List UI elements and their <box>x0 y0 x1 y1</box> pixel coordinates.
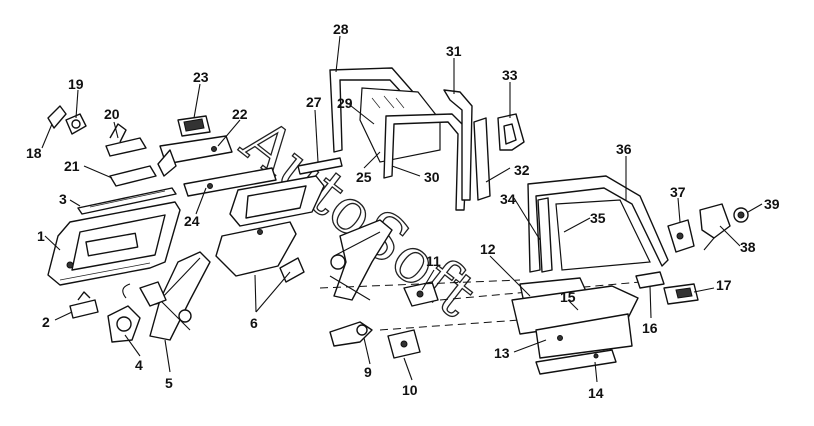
part-39-grommet <box>733 207 749 223</box>
callout-33: 33 <box>502 67 518 83</box>
part-23-handle-cup <box>177 115 211 137</box>
callout-23: 23 <box>193 69 209 85</box>
part-17-rear-bracket <box>663 283 699 305</box>
callout-15: 15 <box>560 289 576 305</box>
callout-17: 17 <box>716 277 732 293</box>
part-rear-trim-panel <box>229 175 325 227</box>
callout-3: 3 <box>59 191 67 207</box>
callout-28: 28 <box>333 21 349 37</box>
part-34-rear-channel <box>537 197 553 273</box>
part-20-inner-handle <box>105 123 147 157</box>
part-18-bracket <box>47 105 67 129</box>
callout-37: 37 <box>670 184 686 200</box>
callout-4: 4 <box>135 357 143 373</box>
callout-25: 25 <box>356 169 372 185</box>
callout-6: 6 <box>250 315 258 331</box>
part-27-seal <box>297 157 343 175</box>
callout-numbers: 1 2 3 4 5 6 9 10 11 12 13 14 15 16 17 18… <box>26 21 780 401</box>
part-4-regulator-motor <box>107 283 141 343</box>
callout-39: 39 <box>764 196 780 212</box>
part-38-lock-linkage <box>699 203 731 251</box>
callout-24: 24 <box>184 213 200 229</box>
part-36-rear-door-frame <box>527 175 669 273</box>
callout-32: 32 <box>514 162 530 178</box>
part-28-frame-channel <box>329 67 421 153</box>
assembly-line <box>319 279 521 289</box>
part-15-rear-regulator <box>511 285 639 335</box>
part-19-lock-cylinder <box>65 113 87 135</box>
part-33-quarter-seal <box>497 113 525 151</box>
part-16-rear-handle <box>635 271 665 289</box>
part-32-pillar-seal <box>473 117 491 201</box>
callout-34: 34 <box>500 191 516 207</box>
callout-5: 5 <box>165 375 173 391</box>
callout-22: 22 <box>232 106 248 122</box>
leader-lines <box>41 35 763 383</box>
callout-36: 36 <box>616 141 632 157</box>
callout-38: 38 <box>740 239 756 255</box>
callout-13: 13 <box>494 345 510 361</box>
callout-29: 29 <box>337 95 353 111</box>
callout-21: 21 <box>64 158 80 174</box>
callout-11: 11 <box>426 253 441 269</box>
part-35-rear-glass <box>555 199 651 271</box>
callout-1: 1 <box>37 228 45 244</box>
part-24-trim-strip <box>183 167 277 197</box>
part-29-front-glass <box>359 87 441 163</box>
callout-16: 16 <box>642 320 658 336</box>
part-11-lock <box>403 281 439 307</box>
callout-19: 19 <box>68 76 84 92</box>
part-37-rear-lock <box>667 219 695 253</box>
part-9-hinge <box>329 321 373 347</box>
callout-14: 14 <box>588 385 604 401</box>
assembly-line <box>379 319 521 331</box>
callout-35: 35 <box>590 210 606 226</box>
callout-20: 20 <box>104 106 120 122</box>
callout-30: 30 <box>424 169 440 185</box>
callout-12: 12 <box>480 241 496 257</box>
part-6-door-pocket <box>215 221 305 283</box>
part-3-armrest-strip <box>77 187 177 215</box>
part-5-window-regulator <box>139 251 211 341</box>
callout-27: 27 <box>306 94 322 110</box>
part-2-bracket <box>69 291 99 319</box>
part-10-latch <box>387 329 421 359</box>
part-25-front-regulator <box>329 219 393 301</box>
part-31-rear-channel <box>443 89 473 201</box>
assembly-line <box>439 281 641 301</box>
callout-31: 31 <box>446 43 462 59</box>
callout-9: 9 <box>364 364 372 380</box>
callout-18: 18 <box>26 145 42 161</box>
part-13-rear-trim-panel <box>535 313 633 359</box>
part-22-armrest <box>157 135 233 177</box>
callout-10: 10 <box>402 382 418 398</box>
part-1-door-trim-panel <box>47 201 181 286</box>
part-14-rear-armrest <box>535 349 617 375</box>
callout-2: 2 <box>42 314 50 330</box>
part-21-handle-bezel <box>109 165 157 187</box>
